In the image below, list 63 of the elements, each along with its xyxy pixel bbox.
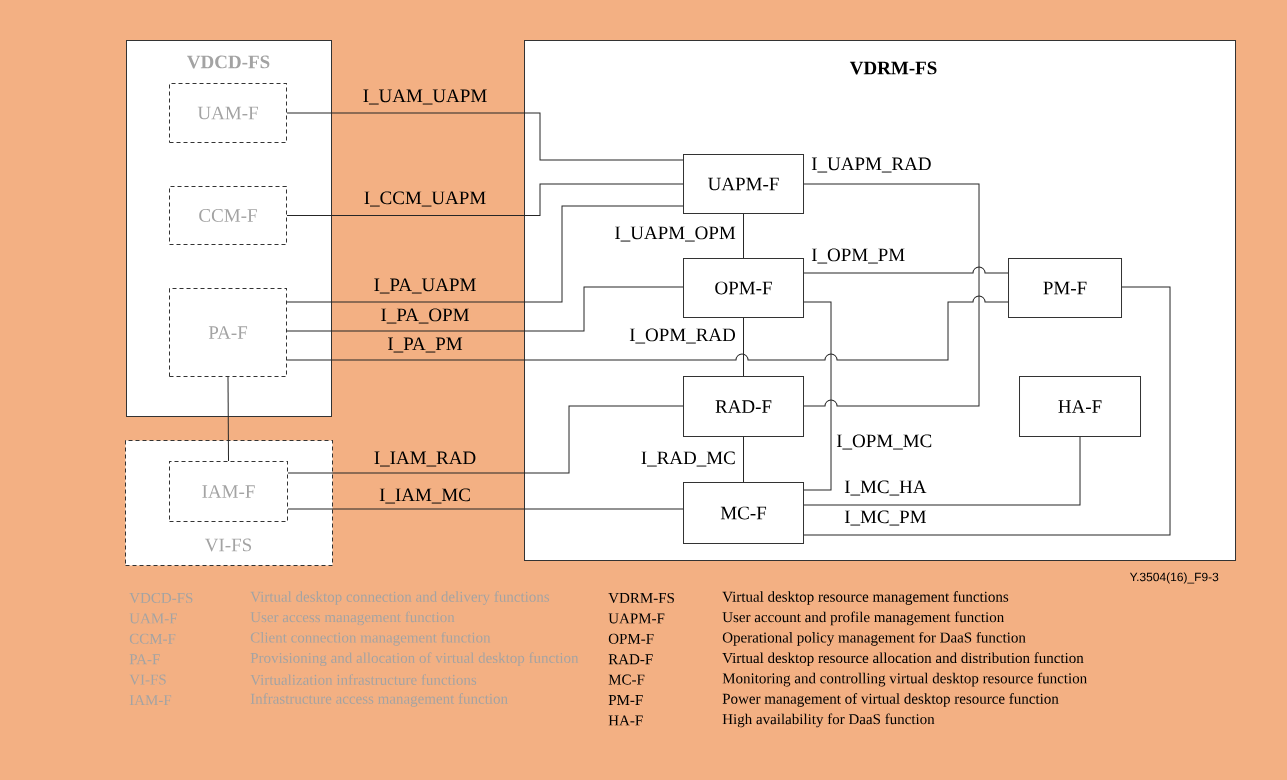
abbreviation-definition: Virtual desktop resource allocation and distribution function [722,652,1084,667]
edge-label: I_PA_OPM [379,307,471,325]
connector-line [286,286,684,332]
abbreviation-definition: Virtual desktop resource management functions [722,591,1009,605]
edge-label: I_RAD_MC [639,450,737,468]
edge-label: I_OPM_PM [810,247,907,265]
function-box: MC-F [683,482,804,544]
connector-line [286,183,684,216]
function-box: UAPM-F [683,154,804,214]
connector-line [803,301,832,491]
function-box: RAD-F [683,376,804,437]
abbreviation-term: PM-F [608,695,643,705]
function-box: UAM-F [169,83,287,143]
connector-line [803,436,1081,506]
edge-label: I_UAPM_OPM [613,225,737,243]
connector-line [743,317,744,377]
edge-label: I_OPM_RAD [628,327,737,345]
abbreviation-definition: Virtualization infrastructure functions [250,674,477,685]
connector-line [286,112,684,161]
connector-line [227,376,229,462]
function-box: CCM-F [169,186,287,245]
connector-line [803,266,1009,274]
connector-line [287,508,684,510]
abbreviation-term: RAD-F [608,654,653,665]
abbreviation-term: VDRM-FS [608,592,674,604]
abbreviation-definition: Client connection management function [250,631,491,646]
abbreviation-term: IAM-F [129,695,172,705]
connector-line [286,295,1009,361]
connector-line [287,405,684,474]
abbreviation-term: CCM-F [129,633,176,644]
function-box: HA-F [1019,376,1141,437]
connector-line [743,436,744,483]
abbreviation-term: OPM-F [608,633,654,644]
connector-line [803,286,1171,536]
abbreviation-term: MC-F [608,674,645,685]
abbreviation-definition: Provisioning and allocation of virtual desktop function [250,652,579,667]
figure-id: Y.3504(16)_F9-3 [1129,572,1219,584]
edge-label: I_OPM_MC [835,433,934,451]
edge-label: I_MC_PM [843,509,928,527]
function-box: PA-F [169,288,287,377]
abbreviation-term: UAPM-F [608,613,665,624]
function-box: OPM-F [683,258,804,318]
function-box: PM-F [1008,258,1122,318]
abbreviation-term: VI-FS [129,674,166,685]
abbreviation-term: VDCD-FS [129,592,193,604]
abbreviation-term: HA-F [608,715,643,726]
edge-label: I_IAM_MC [378,487,472,505]
abbreviation-definition: Virtual desktop connection and delivery functions [250,591,550,605]
function-box: IAM-F [169,461,288,522]
abbreviation-definition: Monitoring and controlling virtual desktop resource function [722,672,1087,687]
abbreviation-definition: User account and profile management function [722,611,1004,626]
connector-line [803,183,980,407]
abbreviation-definition: User access management function [250,611,455,626]
abbreviation-term: PA-F [129,654,160,665]
edge-label: I_CCM_UAPM [362,190,488,208]
abbreviation-definition: Power management of virtual desktop resource function [722,693,1059,707]
abbreviation-definition: Operational policy management for DaaS function [722,631,1026,646]
connector-line [743,213,744,259]
abbreviation-definition: Infrastructure access management function [250,693,508,707]
abbreviation-definition: High availability for DaaS function [722,713,935,728]
edge-label: I_MC_HA [843,479,928,497]
abbreviation-term: UAM-F [129,613,177,624]
connector-line [286,205,684,303]
